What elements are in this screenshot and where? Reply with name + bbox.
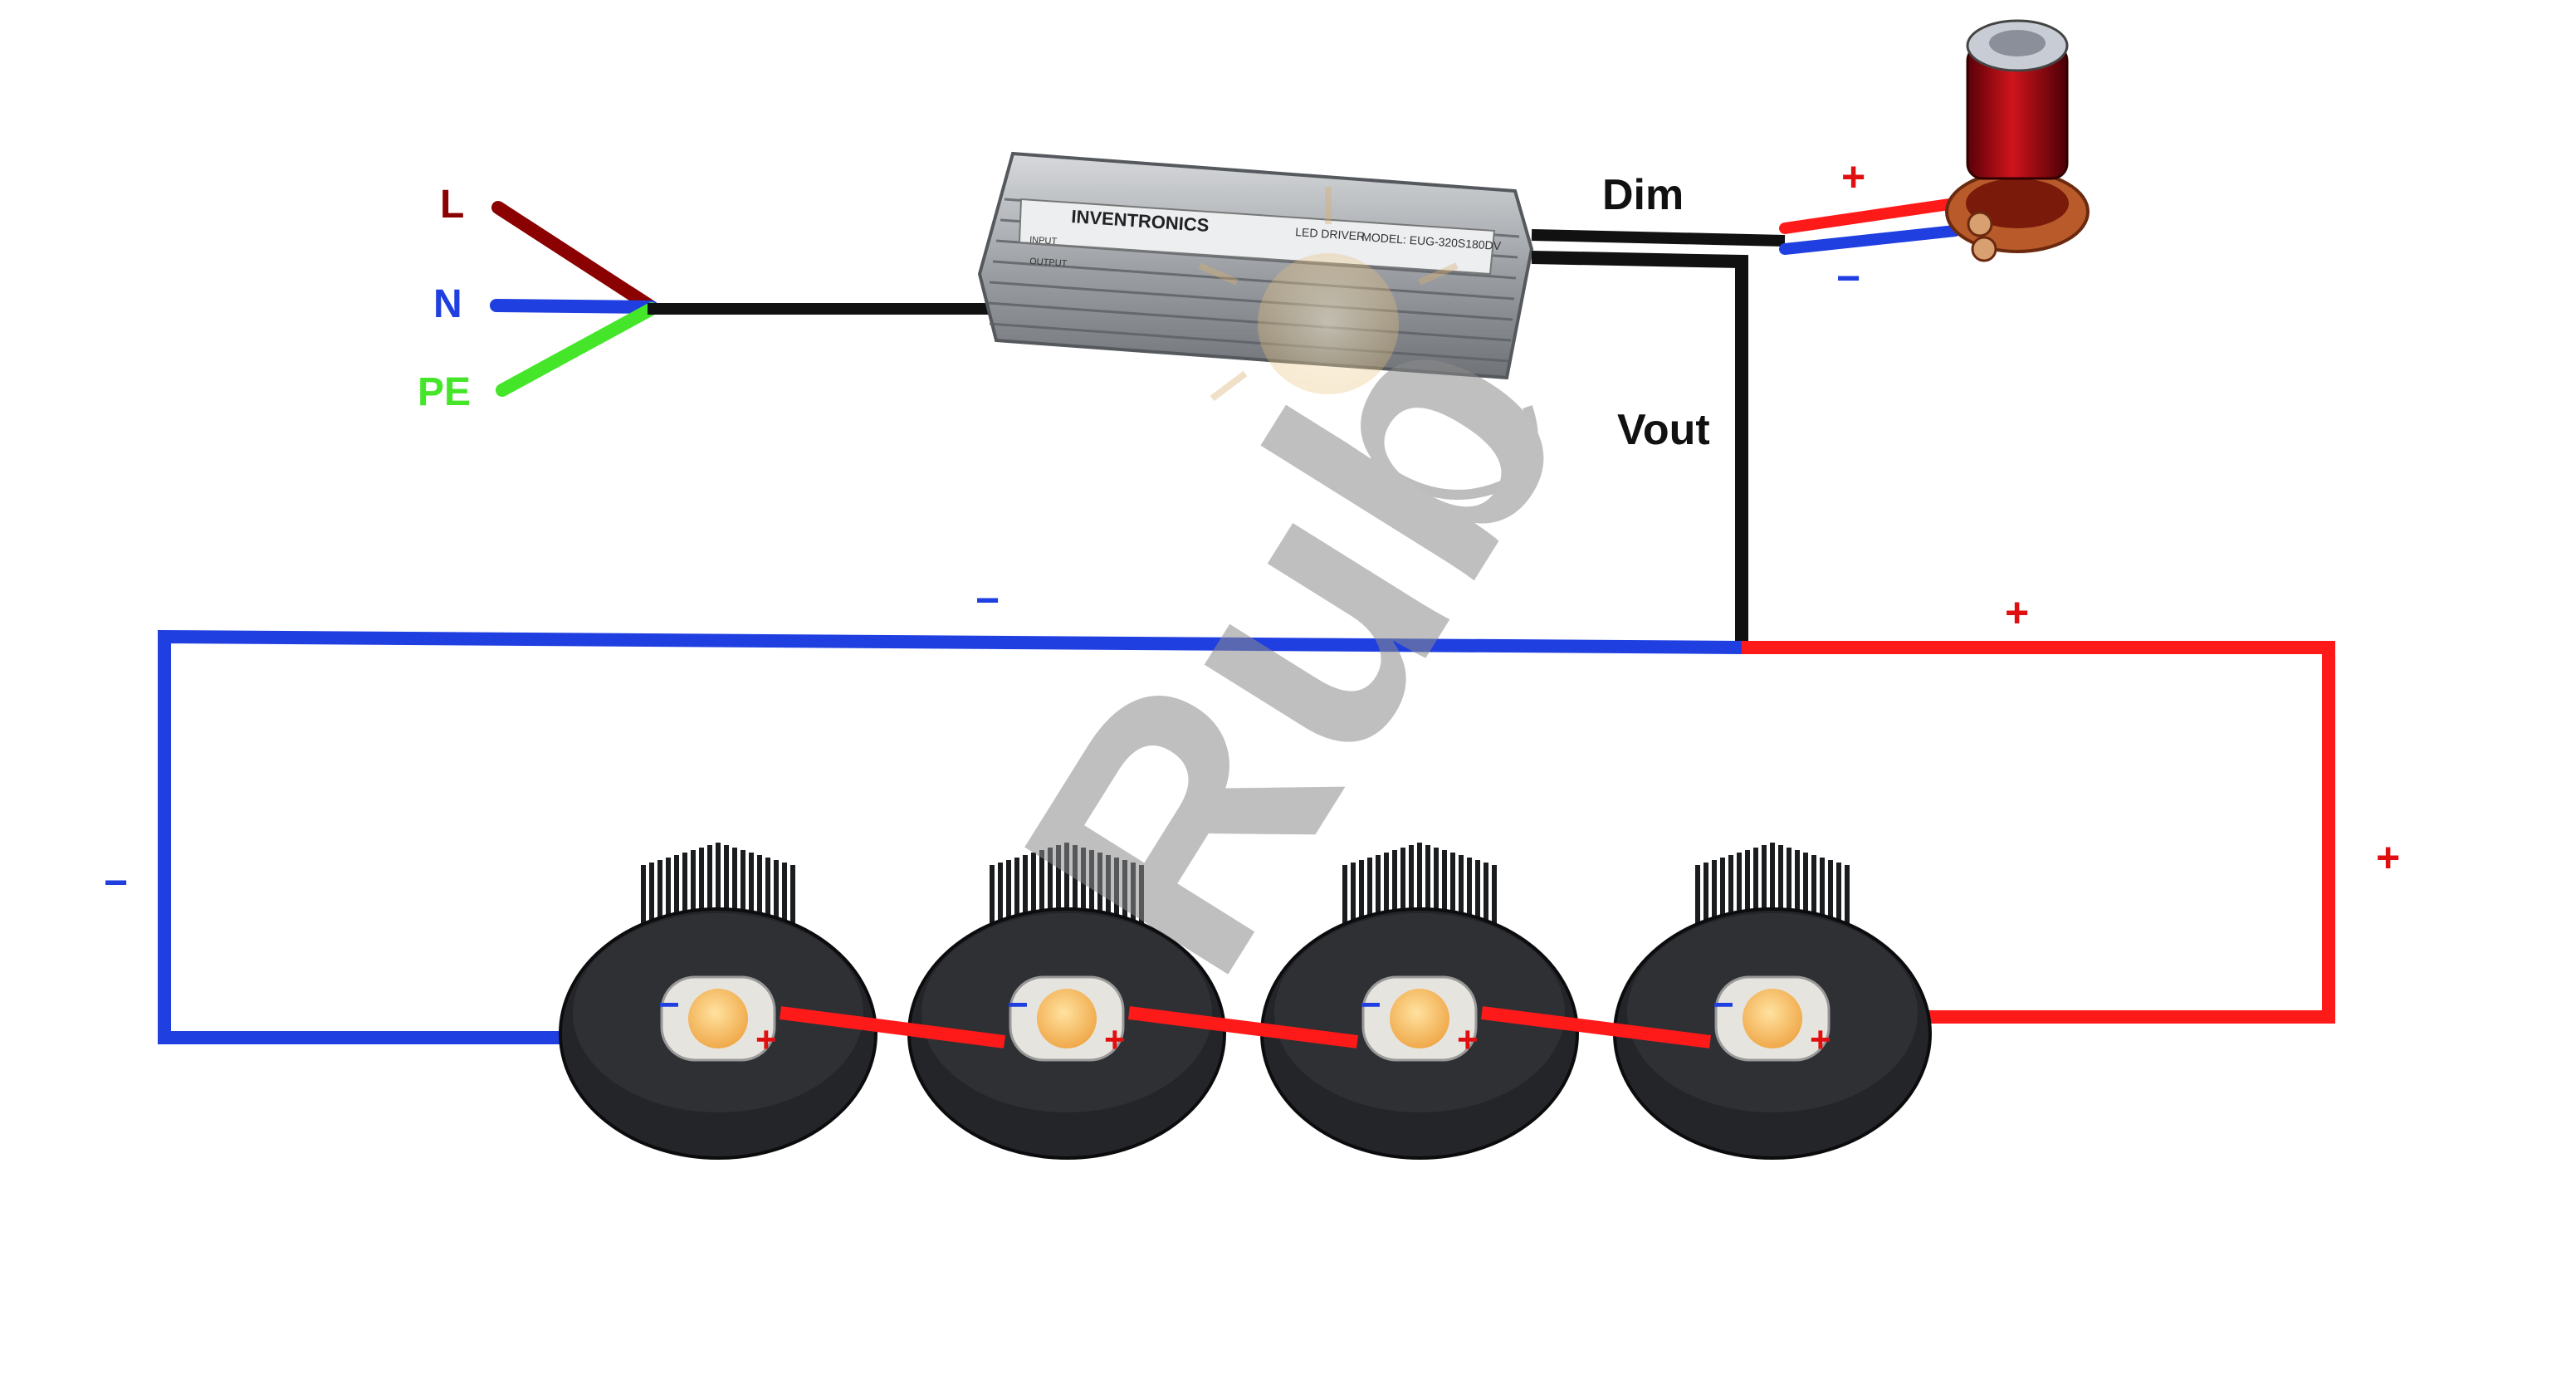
cob-led — [688, 989, 748, 1048]
pot-plus-wire — [1779, 198, 1961, 234]
label-l: L — [440, 183, 464, 227]
module-plus-label: + — [1104, 1019, 1126, 1060]
heatsink-fins — [990, 843, 1144, 934]
bus-wiring: − + − + — [104, 577, 2400, 1044]
led-module-1: −+ — [559, 843, 877, 1160]
mains-input: L N PE — [418, 183, 996, 414]
vout-cable — [1531, 251, 1748, 648]
bus-minus-label: − — [975, 577, 1000, 623]
pot-minus-label: − — [1836, 255, 1860, 301]
driver-output-label: OUTPUT — [1029, 257, 1068, 269]
earth-wire — [496, 302, 658, 397]
module-minus-label: − — [1713, 985, 1734, 1025]
module-plus-label: + — [755, 1019, 777, 1060]
module-plus-label: + — [1457, 1019, 1479, 1060]
label-dim: Dim — [1602, 171, 1684, 219]
series-links — [779, 1006, 1712, 1048]
module-minus-label: − — [1360, 985, 1381, 1025]
series-link-3 — [1480, 1006, 1712, 1048]
watermark-sun-icon — [1258, 253, 1399, 394]
bus-plus-label: + — [2005, 589, 2029, 636]
label-n: N — [433, 282, 462, 326]
driver-label-plate — [1018, 198, 1496, 276]
heatsink-fins — [1342, 843, 1497, 934]
module-plus-label: + — [1810, 1019, 1831, 1060]
series-link-1 — [779, 1006, 1006, 1048]
negative-bus — [158, 629, 1743, 1044]
heatsink-fins — [641, 843, 795, 934]
positive-bus — [1742, 641, 2335, 1024]
module-minus-label: − — [1007, 985, 1029, 1025]
cob-led — [1743, 989, 1802, 1048]
live-wire — [491, 201, 658, 314]
module-minus-label: − — [658, 985, 680, 1025]
cob-led — [1037, 989, 1097, 1048]
right-plus-label: + — [2376, 834, 2400, 881]
watermark-plug-icon — [1375, 405, 1538, 500]
pot-minus-wire — [1779, 225, 1961, 255]
potentiometer: + − — [1779, 19, 2090, 301]
led-module-group: −+−+−+−+ — [559, 843, 1932, 1160]
driver-output-cables: Dim Vout — [1531, 171, 1786, 648]
driver-input-label: INPUT — [1029, 235, 1058, 247]
heatsink-fins — [1695, 843, 1850, 934]
neutral-wire — [490, 299, 658, 314]
driver-type: LED DRIVER — [1295, 225, 1366, 243]
pot-plus-label: + — [1841, 154, 1865, 200]
led-module-2: −+ — [907, 843, 1226, 1160]
led-module-3: −+ — [1260, 843, 1579, 1160]
label-vout: Vout — [1617, 406, 1710, 454]
led-module-4: −+ — [1613, 843, 1932, 1160]
left-minus-label: − — [104, 859, 128, 906]
dim-cable — [1531, 229, 1786, 247]
cob-led — [1390, 989, 1449, 1048]
series-link-2 — [1127, 1006, 1359, 1048]
label-pe: PE — [418, 370, 471, 414]
